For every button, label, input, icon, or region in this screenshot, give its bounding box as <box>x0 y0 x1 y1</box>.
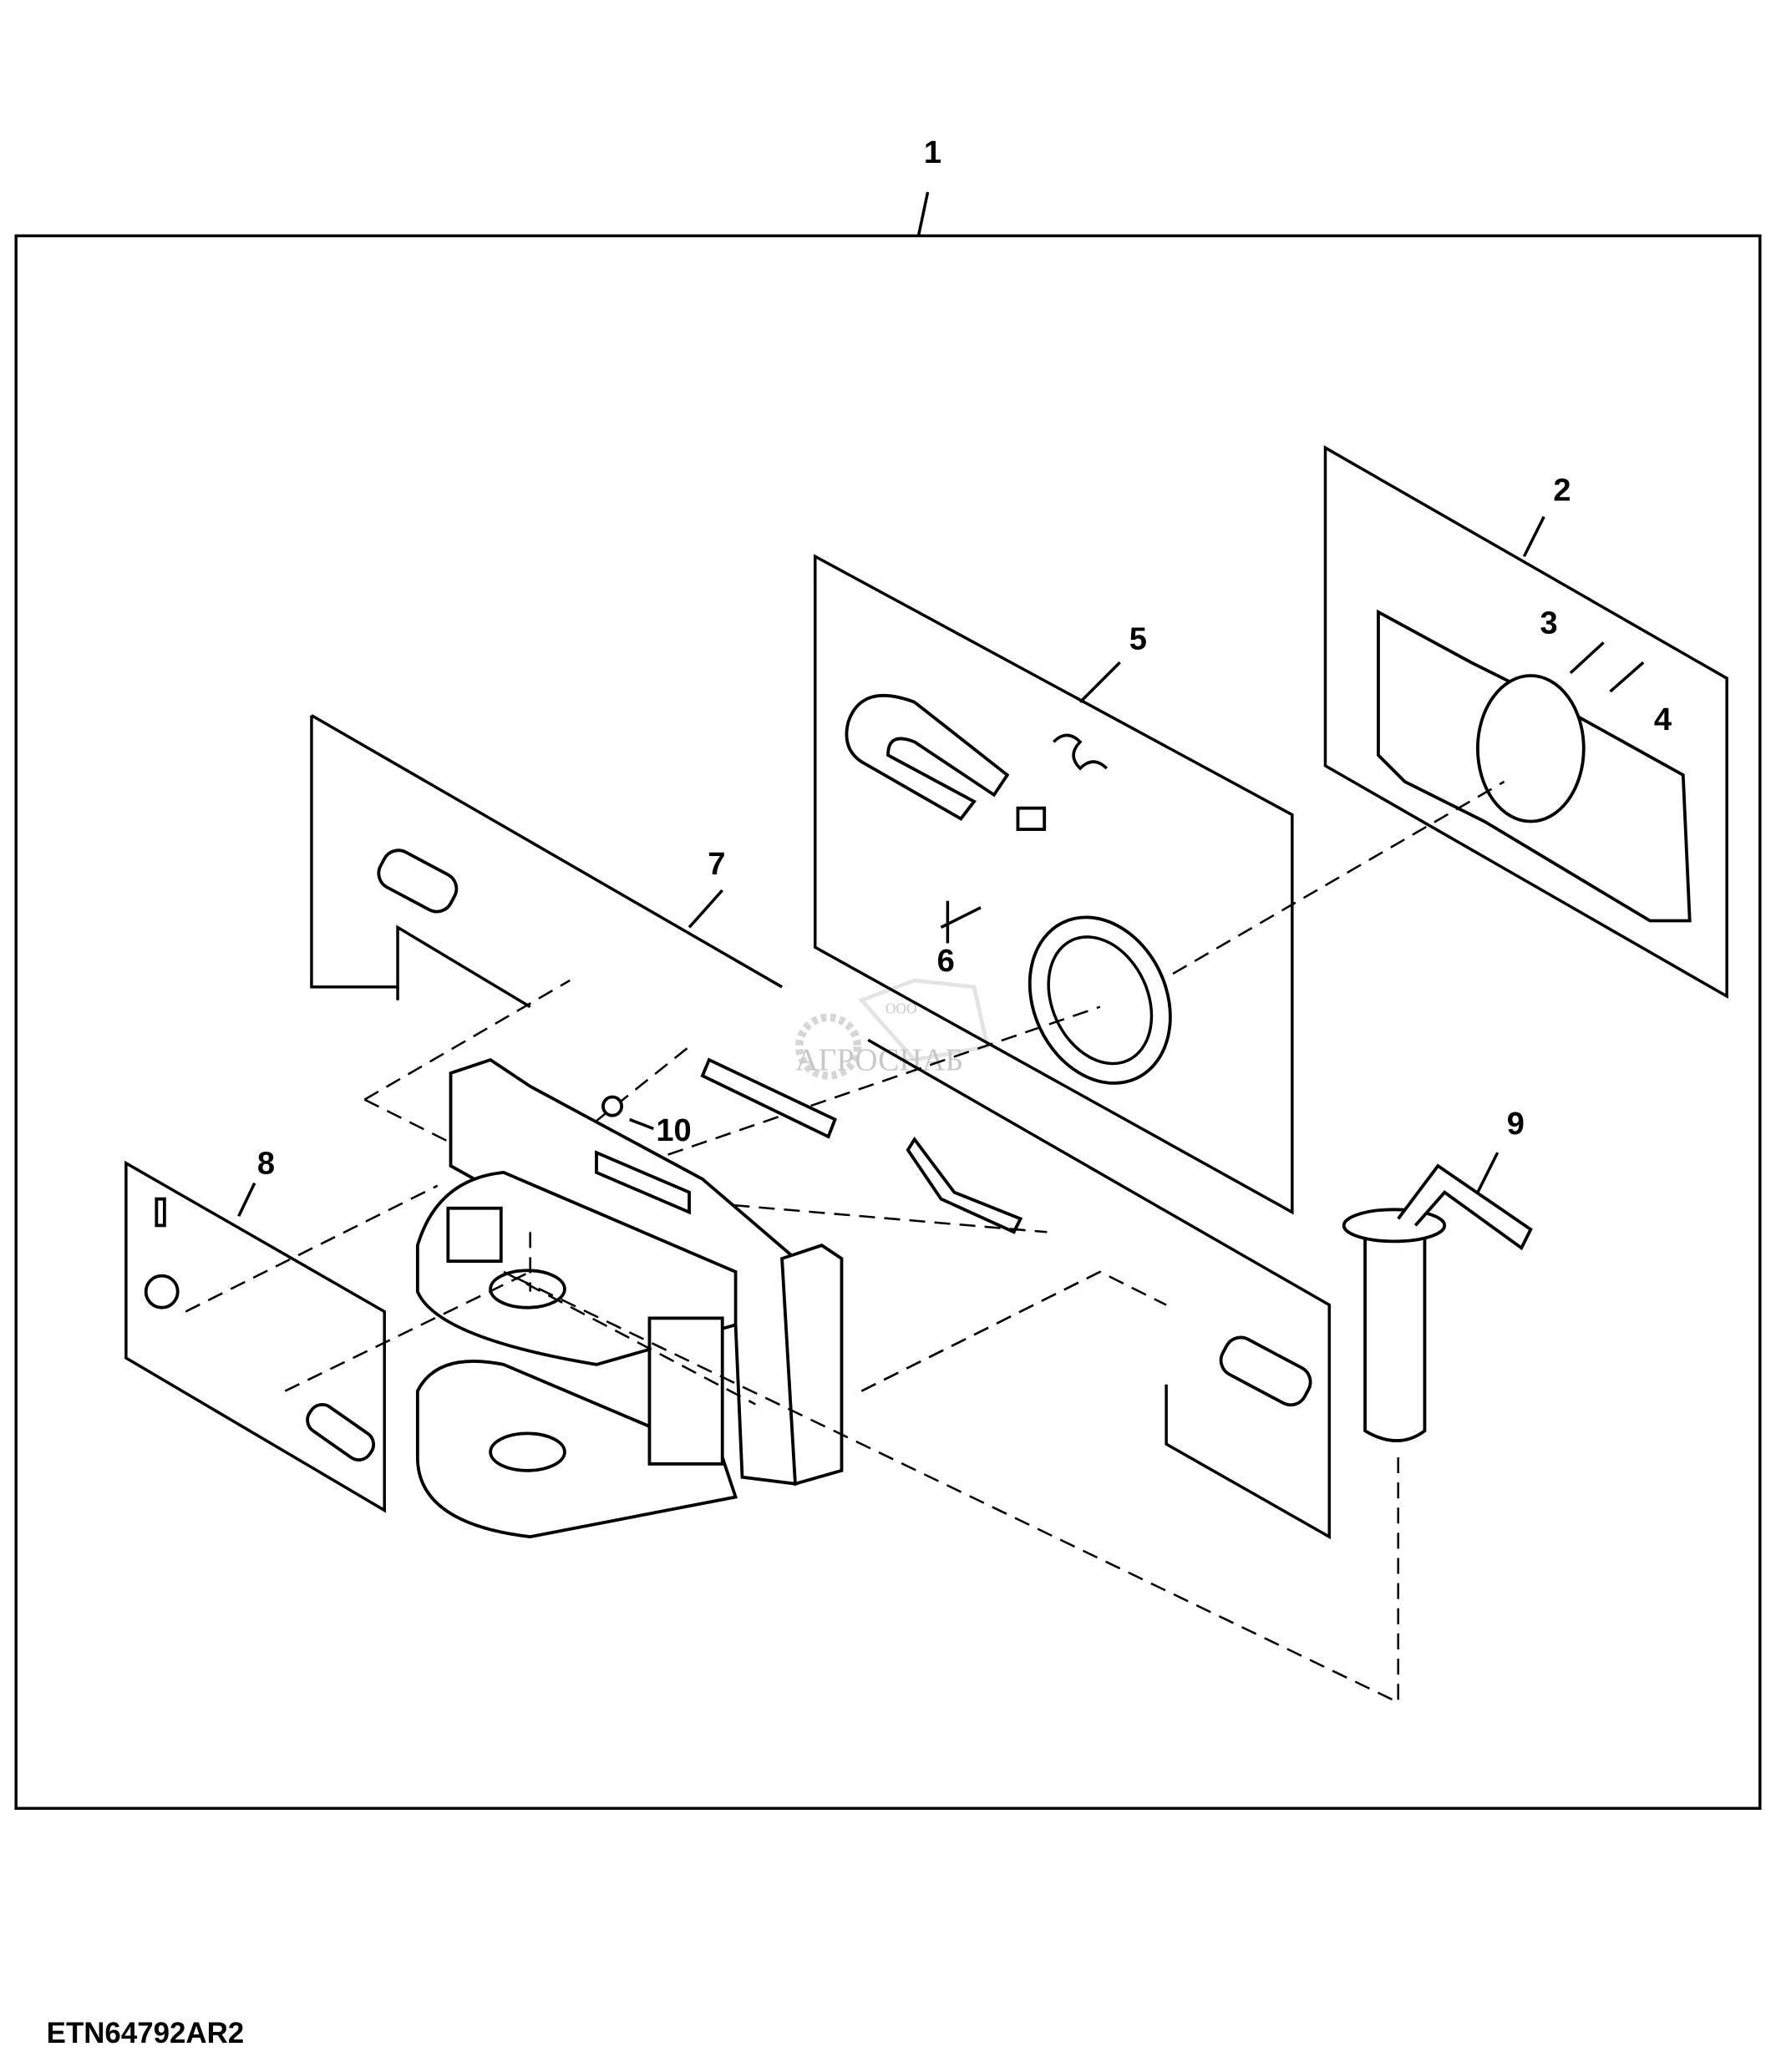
latch <box>1016 806 1047 831</box>
callout-6: 6 <box>937 944 955 979</box>
callout-3: 3 <box>1540 605 1557 641</box>
bolt-3 <box>1569 641 1605 675</box>
grease-fitting-10 <box>601 1095 624 1117</box>
bolt-4 <box>1609 661 1645 693</box>
bushing <box>144 1274 180 1310</box>
callout-9: 9 <box>1507 1107 1525 1142</box>
watermark-name: АГРОСНАБ <box>795 1043 963 1078</box>
hitch-body <box>415 1057 844 1539</box>
callout-8: 8 <box>257 1146 275 1181</box>
panel-2 <box>1323 445 1728 999</box>
watermark-logo: ООО АГРОСНАБ <box>794 978 990 1080</box>
link-upper <box>700 1057 837 1139</box>
handle <box>845 693 1010 821</box>
callout-5: 5 <box>1129 621 1147 656</box>
block <box>446 1206 503 1264</box>
locking-ring <box>1028 915 1172 1085</box>
watermark-prefix: ООО <box>885 1001 917 1017</box>
callout-2: 2 <box>1553 474 1570 509</box>
panel-8 <box>124 1160 386 1513</box>
callout-4: 4 <box>1654 702 1672 737</box>
spring <box>1053 733 1108 771</box>
assembly-frame <box>14 234 1762 1811</box>
callout-1: 1 <box>924 135 941 170</box>
pin-right <box>1219 1335 1312 1407</box>
panel-7 <box>310 714 1331 1540</box>
figure-id: ETN64792AR2 <box>47 2017 245 2049</box>
link-lower <box>906 1136 1023 1234</box>
leader-1 <box>916 191 930 236</box>
pin-left <box>377 849 459 914</box>
callout-7: 7 <box>708 847 725 882</box>
callout-10: 10 <box>656 1113 691 1148</box>
panel-5 <box>814 554 1294 1215</box>
plate-bore <box>1476 674 1586 823</box>
pin-8 <box>306 1402 376 1462</box>
hitch-pin-9 <box>1342 1152 1533 1443</box>
